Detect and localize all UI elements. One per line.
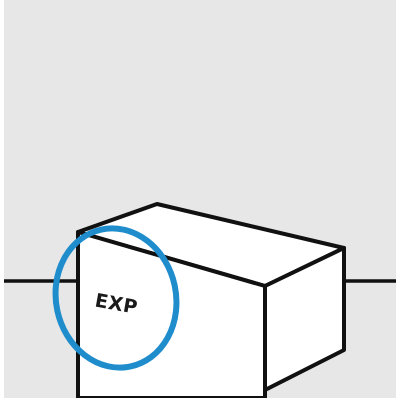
- box-right-face: [263, 246, 346, 392]
- box-front-face: [76, 230, 267, 398]
- highlight-ring: [52, 225, 180, 371]
